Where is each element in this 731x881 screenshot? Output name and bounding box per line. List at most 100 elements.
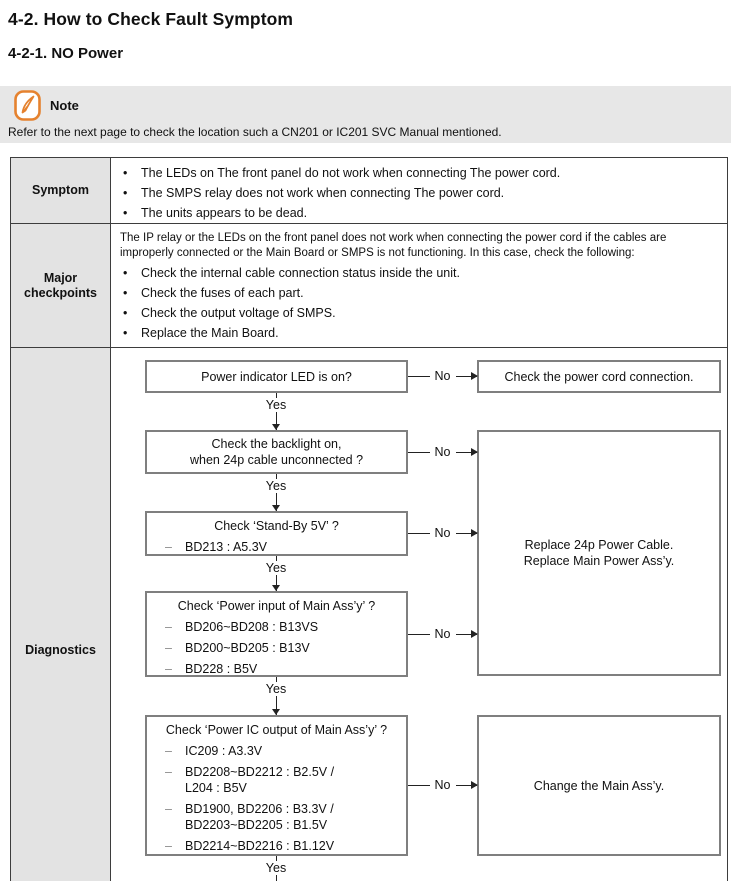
note-label: Note: [50, 97, 79, 113]
arrow-down-icon: [271, 585, 280, 591]
bullet-icon: •: [123, 266, 128, 280]
flow-box-title: Check ‘Stand-By 5V’ ?: [214, 519, 339, 533]
connector-line: [271, 412, 280, 430]
list-item-text: Replace the Main Board.: [141, 326, 279, 340]
flow-bullet: –BD206~BD208 : B13VS: [165, 619, 406, 635]
flow-box-check-power-cord: Check the power cord connection.: [477, 360, 721, 393]
connector-line: [455, 447, 479, 456]
bullet-icon: •: [123, 286, 128, 300]
pencil-icon: [14, 89, 41, 121]
list-item-text: The LEDs on The front panel do not work …: [141, 166, 561, 180]
no-label: No: [434, 526, 451, 540]
arrow-right-icon: [471, 780, 479, 789]
flow-box-replace-cable: Replace 24p Power Cable. Replace Main Po…: [477, 430, 721, 676]
symptom-row: Symptom •The LEDs on The front panel do …: [11, 158, 727, 224]
bullet-icon: •: [123, 326, 128, 340]
flow-box-text: Check the backlight on,: [211, 437, 342, 451]
note-box: Note Refer to the next page to check the…: [0, 86, 731, 143]
dash-icon: –: [165, 662, 172, 676]
connector-line: [275, 856, 277, 861]
yes-connector: Yes: [256, 474, 296, 511]
arrow-down-icon: [271, 505, 280, 511]
list-item: • The units appears to be dead.: [120, 203, 719, 223]
yes-label: Yes: [265, 561, 287, 575]
flow-box-title: Check ‘Power input of Main Ass’y’ ?: [177, 599, 376, 613]
flow-box-change-main-assy: Change the Main Ass’y.: [477, 715, 721, 856]
flow-bullet: –BD1900, BD2206 : B3.3V /BD2203~BD2205 :…: [165, 801, 406, 833]
arrow-right-icon: [471, 371, 479, 380]
flow-box-text: Change the Main Ass’y.: [533, 778, 665, 793]
yes-connector: Yes: [256, 677, 296, 715]
flow-bullet-text: BD2208~BD2212 : B2.5V /L204 : B5V: [185, 765, 335, 795]
bullet-icon: •: [123, 306, 128, 320]
flow-bullet: –BD2214~BD2216 : B1.12V: [165, 838, 406, 854]
symptom-content-cell: • The LEDs on The front panel do not work…: [111, 158, 727, 223]
arrow-right-icon: [471, 528, 479, 537]
checkpoints-label-cell: Major checkpoints: [11, 224, 111, 347]
list-item: •Check the internal cable connection sta…: [120, 265, 719, 281]
flow-bullet: –BD213 : A5.3V: [165, 539, 406, 555]
flow-bullet: –IC209 : A3.3V: [165, 743, 406, 759]
dash-icon: –: [165, 839, 172, 853]
connector-line: [408, 532, 430, 534]
section-title: 4-2-1. NO Power: [8, 45, 124, 62]
flow-box-text: when 24p cable unconnected ?: [189, 453, 364, 467]
connector-line: [408, 633, 430, 635]
connector-line: [455, 371, 479, 380]
flow-bullet: –BD200~BD205 : B13V: [165, 640, 406, 656]
yes-connector: Yes: [256, 393, 296, 430]
no-connector: No: [408, 443, 479, 461]
yes-label: Yes: [265, 398, 287, 412]
list-item: • The SMPS relay does not work when conne…: [120, 183, 719, 203]
connector-line: [271, 493, 280, 511]
flow-box-standby-5v: Check ‘Stand-By 5V’ ? –BD213 : A5.3V: [145, 511, 408, 556]
flow-box-power-ic-output: Check ‘Power IC output of Main Ass’y’ ? …: [145, 715, 408, 856]
connector-line: [455, 528, 479, 537]
dash-icon: –: [165, 765, 172, 779]
dash-icon: –: [165, 641, 172, 655]
no-label: No: [434, 778, 451, 792]
flow-bullet: –BD2208~BD2212 : B2.5V /L204 : B5V: [165, 764, 406, 796]
no-label: No: [434, 445, 451, 459]
dash-icon: –: [165, 540, 172, 554]
flow-bullet-text: IC209 : A3.3V: [185, 744, 263, 758]
arrow-right-icon: [471, 447, 479, 456]
flow-bullet-text: BD213 : A5.3V: [185, 540, 268, 554]
fault-table: Symptom •The LEDs on The front panel do …: [10, 157, 728, 881]
list-item: • Check the fuses of each part.: [120, 285, 719, 301]
yes-label: Yes: [265, 682, 287, 696]
flow-box-power-led: Power indicator LED is on?: [145, 360, 408, 393]
list-item-text: The SMPS relay does not work when connec…: [141, 186, 505, 200]
flow-bullet-text: BD206~BD208 : B13VS: [185, 620, 319, 634]
connector-line: [275, 474, 277, 479]
yes-label: Yes: [265, 479, 287, 493]
flow-bullet-text: BD2214~BD2216 : B1.12V: [185, 839, 335, 853]
no-connector: No: [408, 367, 479, 385]
bullet-icon: •: [123, 206, 128, 220]
bullet-icon: •: [123, 166, 128, 180]
dash-icon: –: [165, 802, 172, 816]
no-connector: No: [408, 776, 479, 794]
connector-line: [275, 875, 277, 881]
list-item-text: The units appears to be dead.: [141, 206, 308, 220]
no-connector: No: [408, 625, 479, 643]
list-item: • The LEDs on The front panel do not work…: [120, 163, 719, 183]
diagnostics-flowchart: Power indicator LED is on? Check the bac…: [111, 348, 727, 881]
flow-box-power-input: Check ‘Power input of Main Ass’y’ ? –BD2…: [145, 591, 408, 677]
connector-line: [408, 375, 430, 377]
no-label: No: [434, 627, 451, 641]
list-item: • Replace the Main Board.: [120, 325, 719, 341]
list-item-text: Check the fuses of each part.: [141, 286, 304, 300]
flow-box-text: Check the power cord connection.: [504, 369, 694, 384]
flow-box-text: Replace 24p Power Cable.: [524, 538, 674, 552]
flow-bullet-text: BD1900, BD2206 : B3.3V /BD2203~BD2205 : …: [185, 802, 334, 832]
no-connector: No: [408, 524, 479, 542]
bullet-icon: •: [123, 186, 128, 200]
list-item-text: Check the output voltage of SMPS.: [141, 306, 336, 320]
flow-box-backlight: Check the backlight on, when 24p cable u…: [145, 430, 408, 474]
flow-box-text: Replace Main Power Ass’y.: [523, 554, 675, 568]
connector-line: [275, 393, 277, 398]
flow-bullet: –BD228 : B5V: [165, 661, 406, 677]
dash-icon: –: [165, 620, 172, 634]
no-label: No: [434, 369, 451, 383]
